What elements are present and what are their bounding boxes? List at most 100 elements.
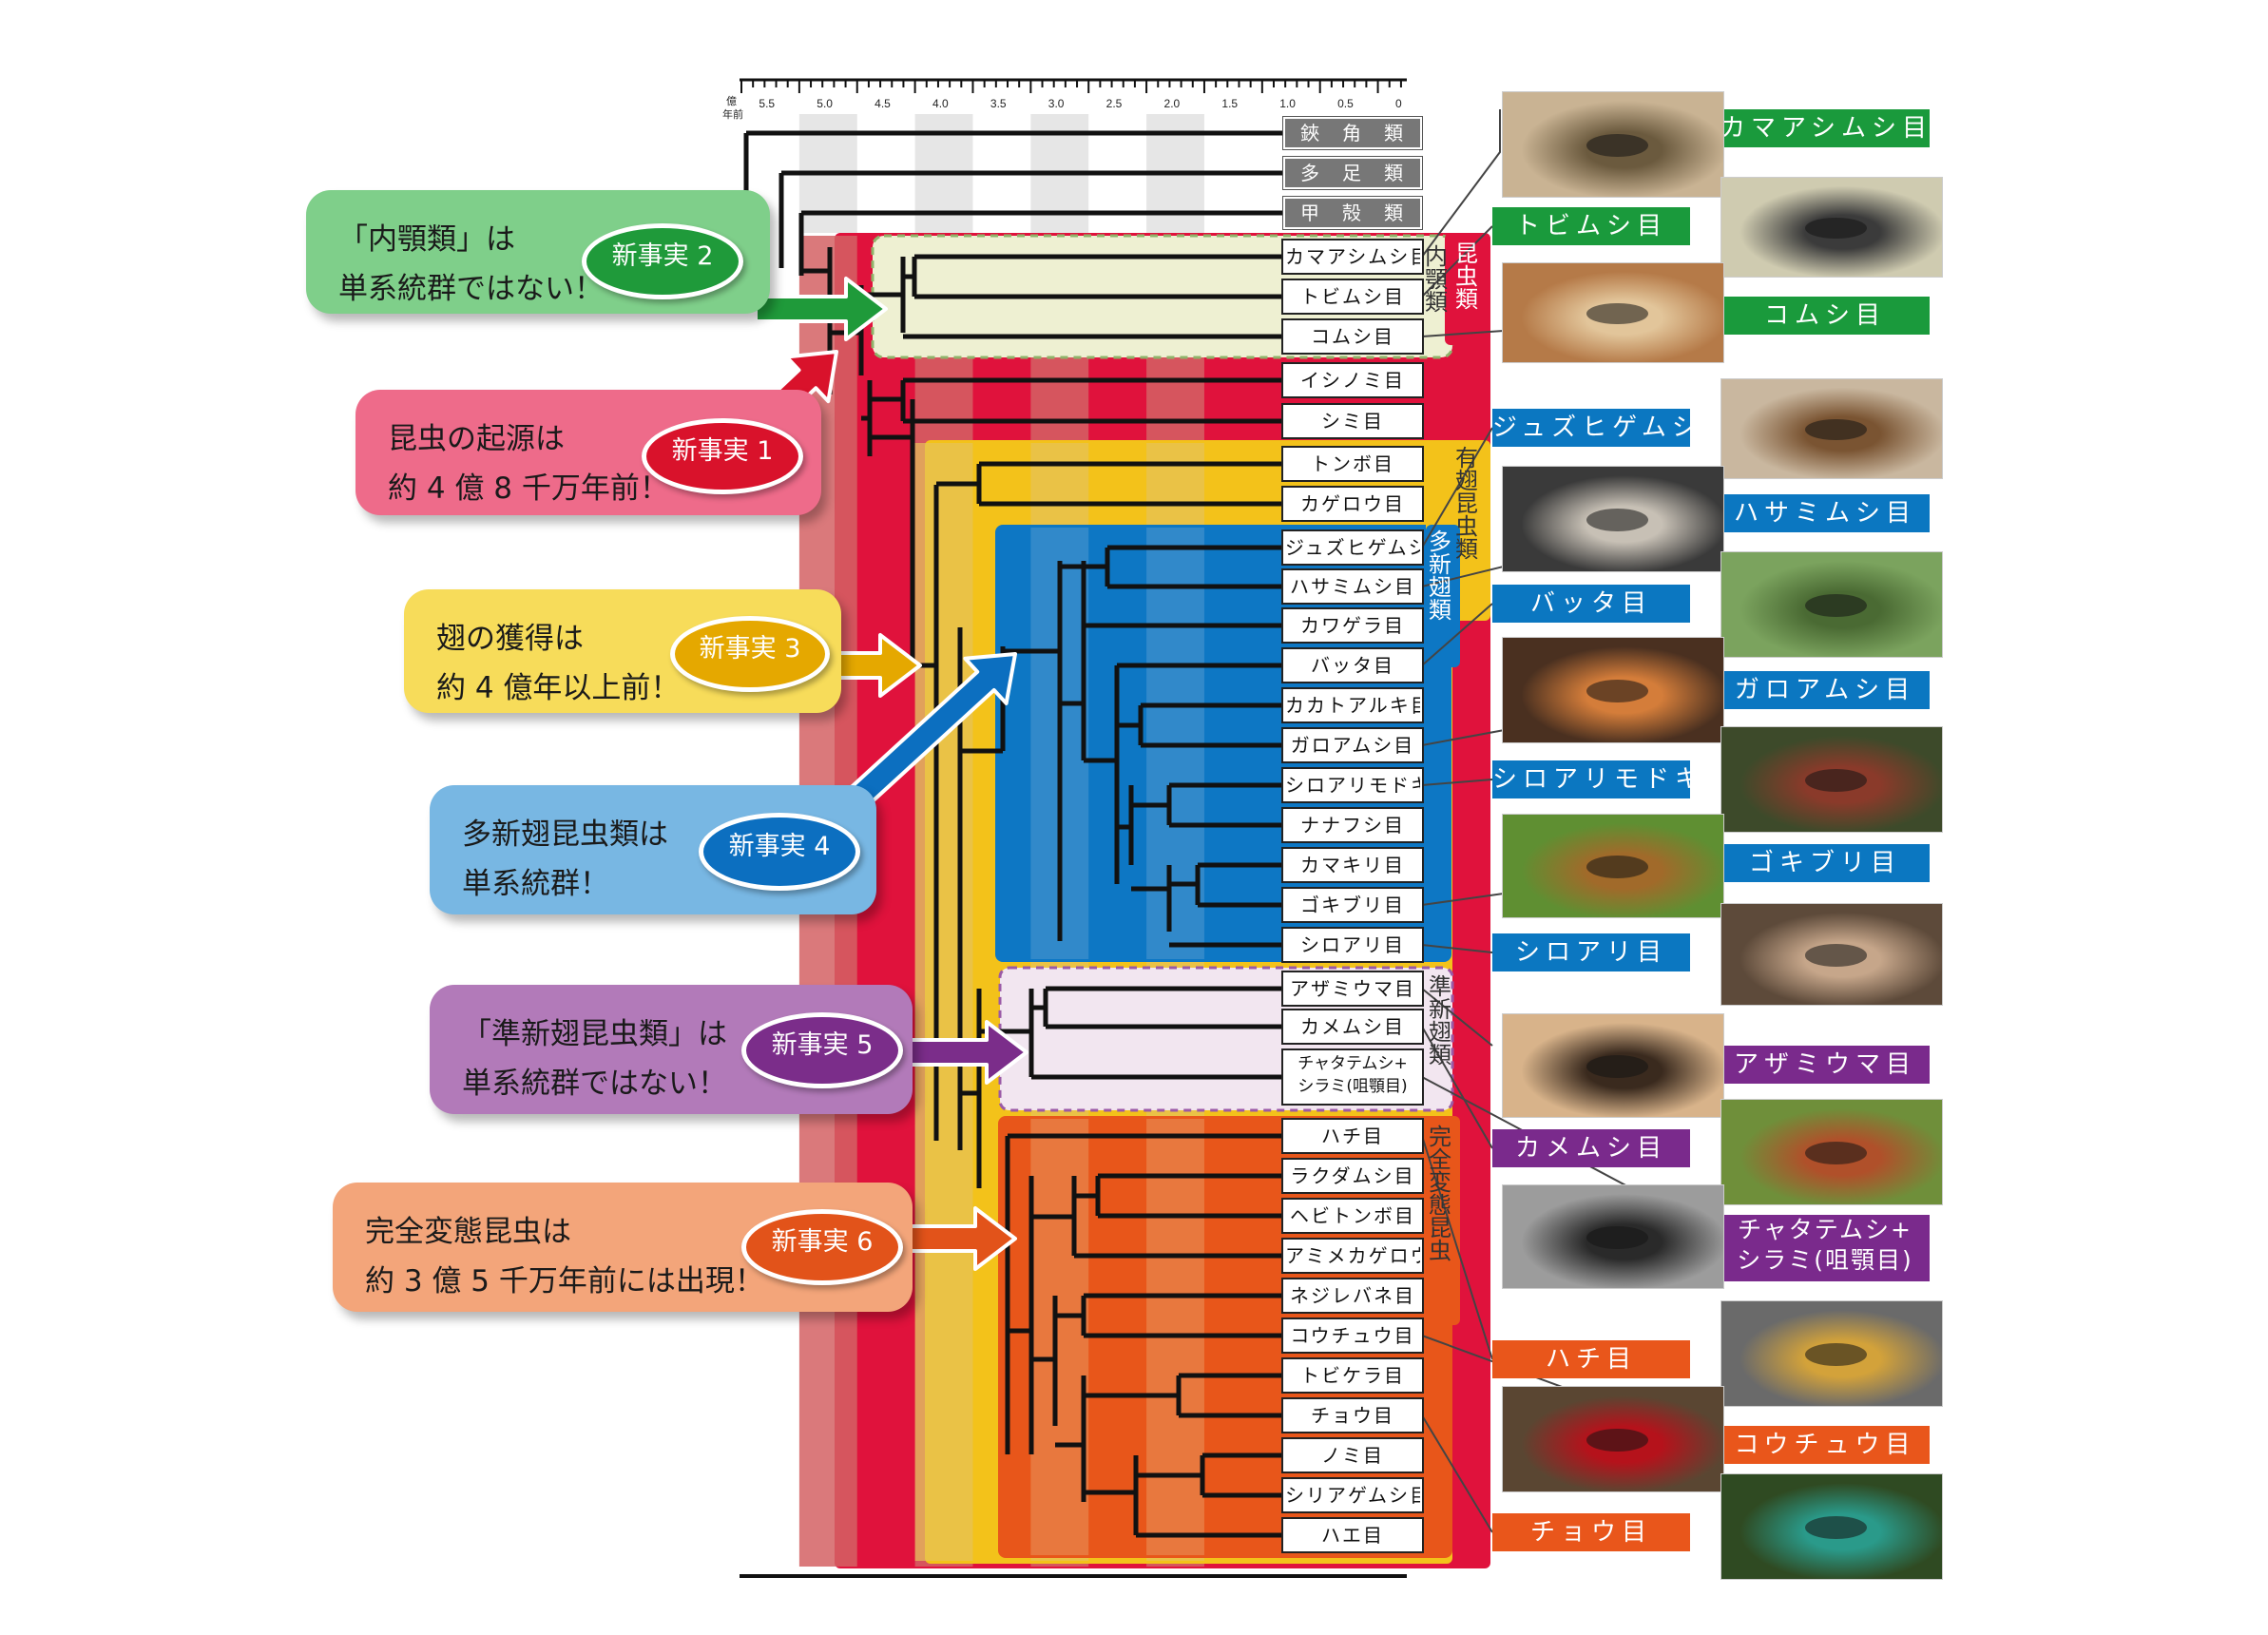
photo-caption: ゴキブリ目 bbox=[1720, 844, 1930, 882]
photo-caption: カマアシムシ目 bbox=[1720, 109, 1930, 147]
axis-tick-label: 5.0 bbox=[817, 97, 833, 110]
new-fact-badge: 新事実 5 bbox=[741, 1012, 903, 1088]
order-label: カマキリ目 bbox=[1281, 847, 1424, 883]
axis-tick-label: 0 bbox=[1395, 97, 1402, 110]
stinkbug-photo bbox=[1720, 1099, 1943, 1205]
new-fact-badge: 新事実 4 bbox=[699, 813, 860, 891]
outgroup-label: 甲 殻 類 bbox=[1282, 196, 1423, 230]
callout-fact-5: 「準新翅昆虫類」は 単系統群ではない！ bbox=[430, 985, 913, 1114]
polyneoptera-tab bbox=[1426, 525, 1460, 667]
order-label: ハサミムシ目 bbox=[1281, 568, 1424, 605]
photo-caption: バッタ目 bbox=[1492, 585, 1690, 623]
proturan-photo bbox=[1502, 91, 1724, 198]
axis-unit-label: 億 bbox=[726, 96, 737, 107]
order-label: ノミ目 bbox=[1281, 1437, 1424, 1473]
order-label: トビムシ目 bbox=[1281, 279, 1424, 315]
group-label-holometabola: 完全変態昆虫 bbox=[1429, 1124, 1451, 1264]
insect-silhouette bbox=[1805, 769, 1868, 793]
photo-caption: カメムシ目 bbox=[1492, 1129, 1690, 1167]
group-label-polyneoptera: 多新翅類 bbox=[1429, 529, 1451, 624]
order-label: チョウ目 bbox=[1281, 1397, 1424, 1433]
insect-silhouette bbox=[1586, 134, 1649, 158]
axis-tick-label: 2.0 bbox=[1163, 97, 1181, 110]
booklouse-photo bbox=[1502, 1184, 1724, 1289]
insect-silhouette bbox=[1805, 1142, 1868, 1165]
photo-caption: トビムシ目 bbox=[1492, 207, 1690, 245]
leader-line bbox=[1421, 1026, 1493, 1149]
order-label: ラクダムシ目 bbox=[1281, 1158, 1424, 1194]
callout-fact-6: 完全変態昆虫は 約 3 億 5 千万年前には出現！ bbox=[333, 1183, 913, 1312]
photo-caption: ハチ目 bbox=[1492, 1340, 1690, 1378]
holometabola-tab bbox=[1426, 1116, 1460, 1325]
axis-tick-label: 1.0 bbox=[1279, 97, 1296, 110]
insect-silhouette bbox=[1586, 856, 1649, 878]
new-fact-badge: 新事実 2 bbox=[582, 223, 743, 299]
insect-silhouette bbox=[1805, 418, 1868, 441]
time-band-yellow-0 bbox=[914, 443, 973, 1561]
insect-silhouette bbox=[1586, 1055, 1649, 1078]
photo-caption: チョウ目 bbox=[1492, 1513, 1690, 1551]
leader-line bbox=[1421, 944, 1493, 953]
photo-caption: コムシ目 bbox=[1720, 297, 1930, 335]
insect-silhouette bbox=[1586, 1226, 1649, 1249]
photo-caption: チャタテムシ+シラミ(咀顎目) bbox=[1720, 1215, 1930, 1281]
photo-caption: ジュズヒゲムシ目 bbox=[1492, 409, 1727, 447]
order-label: シロアリモドキ目 bbox=[1281, 767, 1424, 803]
butterfly-photo bbox=[1720, 1473, 1943, 1580]
axis-tick-label: 4.5 bbox=[875, 97, 891, 110]
photo-caption: コウチュウ目 bbox=[1720, 1426, 1930, 1464]
axis-tick-label: 1.5 bbox=[1221, 97, 1239, 110]
callout-text: 「内顎類」は 単系統群ではない！ bbox=[338, 222, 604, 306]
insect-silhouette bbox=[1805, 594, 1868, 618]
leader-line bbox=[1421, 427, 1493, 548]
order-label: イシノミ目 bbox=[1281, 362, 1424, 398]
photo-caption: ハサミムシ目 bbox=[1720, 494, 1930, 532]
zoraptera-photo bbox=[1720, 378, 1943, 479]
axis-tick-label: 5.5 bbox=[759, 97, 776, 110]
springtail-photo bbox=[1720, 177, 1943, 278]
order-label: カカトアルキ目 bbox=[1281, 687, 1424, 723]
order-label: カマアシムシ目 bbox=[1281, 239, 1424, 275]
beetle-photo bbox=[1502, 1386, 1724, 1492]
grasshopper-photo bbox=[1720, 551, 1943, 658]
axis-tick-label: 3.0 bbox=[1048, 97, 1065, 110]
insect-silhouette bbox=[1586, 680, 1649, 703]
order-label: アミメカゲロウ目 bbox=[1281, 1238, 1424, 1274]
group-label-pterygota: 有翅昆虫類 bbox=[1455, 445, 1478, 563]
group-label-paraneoptera: 準新翅類 bbox=[1429, 973, 1451, 1068]
arrow-fact-6 bbox=[906, 1206, 1017, 1271]
leader-line bbox=[1421, 225, 1493, 298]
arrow-fact-2 bbox=[754, 277, 888, 341]
leader-line bbox=[1421, 779, 1493, 786]
insect-silhouette bbox=[1805, 217, 1868, 240]
order-label: ヘビトンボ目 bbox=[1281, 1198, 1424, 1234]
time-band-orange-0 bbox=[1030, 1119, 1089, 1555]
leader-line bbox=[1421, 1414, 1493, 1533]
order-label: コムシ目 bbox=[1281, 318, 1424, 355]
order-label: ジュズヒゲムシ目 bbox=[1281, 529, 1424, 566]
order-label: カゲロウ目 bbox=[1281, 486, 1424, 522]
order-label: コウチュウ目 bbox=[1281, 1318, 1424, 1354]
axis-unit-label: 年前 bbox=[722, 109, 743, 121]
order-label: バッタ目 bbox=[1281, 647, 1424, 683]
axis-tick-label: 0.5 bbox=[1337, 97, 1354, 110]
order-label: ネジレバネ目 bbox=[1281, 1278, 1424, 1314]
insect-silhouette bbox=[1586, 509, 1649, 532]
new-fact-badge: 新事実 6 bbox=[741, 1209, 903, 1285]
ice-crawler-photo bbox=[1502, 637, 1724, 743]
insect-silhouette bbox=[1805, 1343, 1868, 1367]
photo-caption: ガロアムシ目 bbox=[1720, 671, 1930, 709]
thrips-photo bbox=[1502, 1013, 1724, 1118]
earwig-photo bbox=[1502, 466, 1724, 572]
callout-text: 昆虫の起源は 約 4 億 8 千万年前！ bbox=[388, 422, 669, 506]
leader-line bbox=[1421, 1135, 1493, 1360]
order-label: ゴキブリ目 bbox=[1281, 887, 1424, 923]
photo-caption: アザミウマ目 bbox=[1720, 1046, 1930, 1084]
webspinner-photo bbox=[1720, 726, 1943, 833]
photo-caption: シロアリ目 bbox=[1492, 933, 1690, 971]
order-label: カメムシ目 bbox=[1281, 1009, 1424, 1045]
order-label: トンボ目 bbox=[1281, 446, 1424, 482]
new-fact-badge: 新事実 3 bbox=[670, 616, 830, 692]
insect-silhouette bbox=[1586, 1429, 1649, 1452]
cockroach-photo bbox=[1502, 814, 1724, 918]
